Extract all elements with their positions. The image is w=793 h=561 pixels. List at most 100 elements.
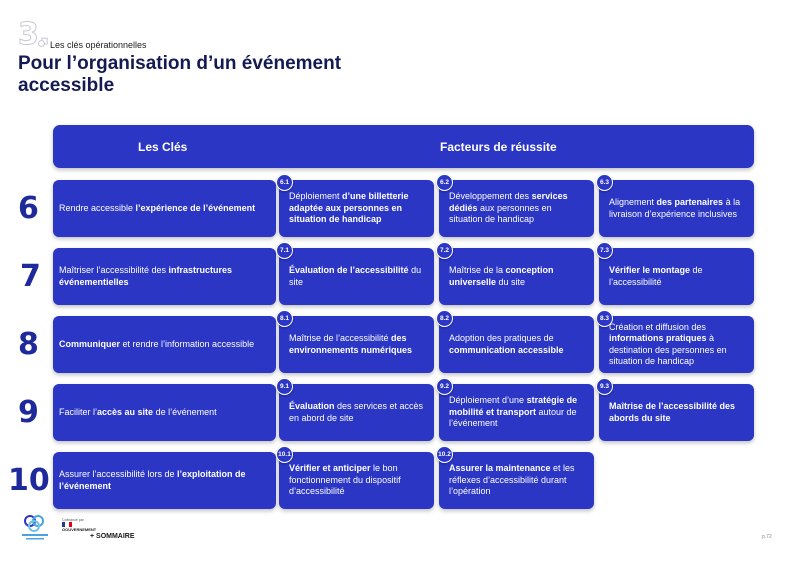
bold-text: Assurer la maintenance [449, 463, 551, 474]
flag-icon [62, 522, 72, 527]
bold-text: d’une billetterie adaptée aux personnes … [289, 191, 409, 225]
factor-tag: 9.2 [436, 378, 453, 395]
page-number: p.72 [762, 534, 772, 540]
factor-tag: 6.3 [596, 174, 613, 191]
text: Création et diffusion des [609, 321, 706, 332]
factor-card: Alignement des partenaires à la livraiso… [599, 180, 754, 237]
factor-text: Évaluation des services et accès en abor… [289, 401, 427, 424]
factor-text: Assurer la maintenance et les réflexes d… [449, 463, 587, 498]
key-text: Communiquer et rendre l’information acce… [59, 339, 254, 351]
text: de l’événement [153, 406, 217, 417]
factor-card: Adoption des pratiques de communication … [439, 316, 594, 373]
factor-card: Maîtrise de la conception universelle du… [439, 248, 594, 305]
text: à la livraison d’expérience inclusives [609, 197, 741, 219]
factor-text: Maîtrise de la conception universelle du… [449, 265, 587, 288]
header-keys-label: Les Clés [138, 140, 188, 154]
text: Maîtriser l’accessibilité des [59, 265, 169, 275]
section-label: Les clés opérationnelles [50, 40, 147, 50]
table-header: Les Clés Facteurs de réussite [53, 125, 754, 168]
bold-text: Communiquer [59, 338, 121, 349]
text: Rendre accessible [59, 202, 136, 213]
factor-text: Maîtrise de l’accessibilité des environn… [289, 333, 427, 356]
key-number: 6 [18, 191, 39, 226]
text: du site [289, 265, 422, 287]
bold-text: stratégie de mobilité et transport [449, 395, 578, 417]
bold-text: Vérifier le montage [609, 265, 691, 275]
key-card: Faciliter l’accès au site de l’événement [53, 384, 276, 441]
factor-tag: 7.2 [436, 242, 453, 259]
factor-tag: 9.1 [276, 378, 293, 395]
bold-text: des environnements numériques [289, 333, 413, 355]
bold-text: l’exploitation de l’événement [59, 469, 246, 491]
section-number: 3. [17, 17, 51, 52]
text: de l’accessibilité [609, 265, 703, 287]
bold-text: l’expérience de l’événement [135, 202, 256, 213]
key-card: Maîtriser l’accessibilité des infrastruc… [53, 248, 276, 305]
factor-card: Évaluation de l’accessibilité du site [279, 248, 434, 305]
text: des services et accès en abord de site [289, 401, 424, 423]
factor-text: Alignement des partenaires à la livraiso… [609, 197, 747, 220]
bold-text: communication accessible [449, 344, 564, 355]
key-number: 7 [20, 259, 41, 294]
key-text: Faciliter l’accès au site de l’événement [59, 407, 217, 419]
bold-text: Évaluation de l’accessibilité [289, 265, 409, 275]
factor-tag: 7.1 [276, 242, 293, 259]
key-text: Assurer l’accessibilité lors de l’exploi… [59, 469, 270, 492]
factor-text: Développement des services dédiés aux pe… [449, 191, 587, 226]
factor-card: Évaluation des services et accès en abor… [279, 384, 434, 441]
key-number: 8 [18, 327, 39, 362]
factor-card: Vérifier le montage de l’accessibilité [599, 248, 754, 305]
factor-tag: 6.1 [276, 174, 293, 191]
text: du site [496, 276, 526, 287]
text: aux personnes en situation de handicap [449, 202, 552, 225]
factor-tag: 8.3 [596, 310, 613, 327]
page-title: Pour l’organisation d’un événement acces… [18, 53, 342, 96]
factor-text: Maîtrise de l’accessibilité des abords d… [609, 401, 747, 424]
key-card: Assurer l’accessibilité lors de l’exploi… [53, 452, 276, 509]
factor-tag: 10.2 [436, 446, 453, 463]
key-number: 10 [8, 463, 50, 498]
sommaire-link[interactable]: + SOMMAIRE [90, 533, 135, 540]
text: le bon fonctionnement du dispositif d’ac… [289, 463, 401, 497]
text: autour de l’événement [449, 406, 577, 429]
government-logo: Cofinancé par GOUVERNEMENT [62, 518, 96, 540]
gov-name: GOUVERNEMENT [62, 527, 97, 532]
factor-card: Assurer la maintenance et les réflexes d… [439, 452, 594, 509]
key-text: Rendre accessible l’expérience de l’évén… [59, 203, 255, 215]
factor-card: Maîtrise de l’accessibilité des abords d… [599, 384, 754, 441]
bold-text: conception universelle [449, 265, 554, 287]
factor-text: Déploiement d’une stratégie de mobilité … [449, 395, 587, 430]
text: Maîtrise de la [449, 265, 506, 275]
key-number: 9 [18, 395, 39, 430]
text: Déploiement d’une [449, 395, 527, 406]
header-factors-label: Facteurs de réussite [440, 140, 557, 154]
factor-card: Déploiement d’une billetterie adaptée au… [279, 180, 434, 237]
key-text: Maîtriser l’accessibilité des infrastruc… [59, 265, 270, 288]
factor-text: Vérifier et anticiper le bon fonctionnem… [289, 463, 427, 498]
bold-text: accès au site [97, 406, 154, 417]
text: Faciliter l’ [59, 406, 98, 417]
factor-text: Déploiement d’une billetterie adaptée au… [289, 191, 427, 226]
text: et les réflexes d’accessibilité durant l… [449, 463, 575, 497]
bold-text: Évaluation [289, 401, 335, 411]
bold-text: Maîtrise de l’accessibilité des abords d… [609, 401, 736, 423]
factor-tag: 10.1 [276, 446, 293, 463]
factor-text: Vérifier le montage de l’accessibilité [609, 265, 747, 288]
gov-prefix: Cofinancé par [62, 518, 84, 522]
text: et rendre l’information accessible [120, 338, 255, 349]
factor-tag: 7.3 [596, 242, 613, 259]
factor-tag: 9.3 [596, 378, 613, 395]
text: Maîtrise de l’accessibilité [289, 333, 392, 343]
factor-tag: 6.2 [436, 174, 453, 191]
text: Développement des [449, 191, 532, 202]
text: Déploiement [289, 191, 343, 202]
text: Assurer l’accessibilité lors de [59, 469, 178, 479]
program-logo [18, 512, 54, 542]
key-card: Rendre accessible l’expérience de l’évén… [53, 180, 276, 237]
text: Adoption des pratiques de [449, 333, 554, 343]
bold-text: infrastructures événementielles [59, 265, 233, 287]
text: à destination des personnes en situation… [609, 333, 727, 366]
bold-text: services dédiés [449, 191, 568, 213]
bold-text: informations pratiques [609, 333, 707, 343]
factor-text: Adoption des pratiques de communication … [449, 333, 587, 356]
